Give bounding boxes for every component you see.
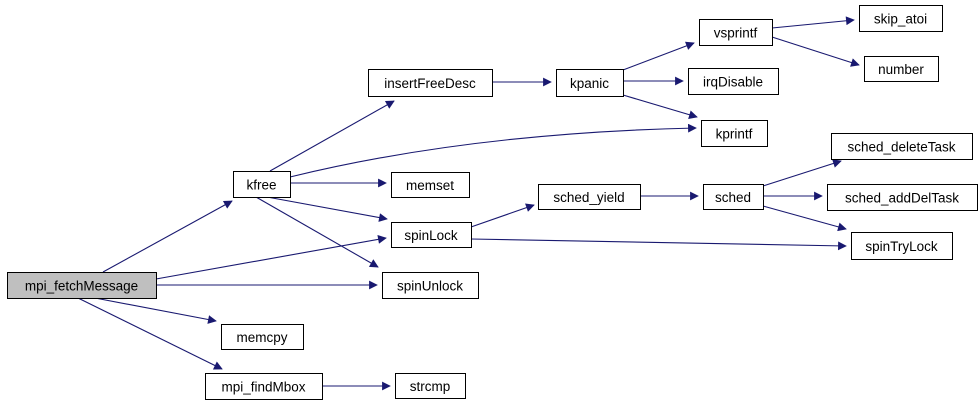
node-skip_atoi[interactable]: skip_atoi: [859, 5, 943, 32]
node-box-vsprintf[interactable]: [699, 19, 773, 46]
node-insertFreeDesc[interactable]: insertFreeDesc: [368, 69, 493, 97]
node-box-number[interactable]: [864, 56, 939, 82]
edge-sched--sched_deleteTask: [762, 159, 842, 187]
node-box-memset[interactable]: [391, 172, 470, 198]
edge-mpi_fetchMessage--spinLock: [155, 235, 387, 280]
node-sched_deleteTask[interactable]: sched_deleteTask: [831, 133, 973, 160]
node-irqDisable[interactable]: irqDisable: [688, 68, 779, 95]
edge-spinLock--spinTryLock: [470, 238, 847, 251]
node-box-strcmp[interactable]: [395, 373, 466, 399]
node-sched[interactable]: sched: [703, 184, 764, 210]
node-label-sched_deleteTask: sched_deleteTask: [847, 140, 955, 155]
node-box-sched_addDelTask[interactable]: [827, 184, 978, 211]
node-box-insertFreeDesc[interactable]: [368, 69, 493, 97]
node-box-skip_atoi[interactable]: [859, 5, 943, 32]
node-label-strcmp: strcmp: [410, 379, 451, 394]
node-box-spinTryLock[interactable]: [851, 232, 953, 260]
node-label-spinUnlock: spinUnlock: [397, 279, 463, 294]
node-memcpy[interactable]: memcpy: [221, 324, 304, 350]
node-label-irqDisable: irqDisable: [703, 75, 763, 90]
node-vsprintf[interactable]: vsprintf: [699, 19, 773, 46]
edge-sched--spinTryLock: [762, 205, 847, 232]
node-label-mpi_findMbox: mpi_findMbox: [221, 380, 305, 395]
node-label-mpi_fetchMessage: mpi_fetchMessage: [25, 279, 138, 294]
edge-mpi_fetchMessage--mpi_findMbox: [77, 297, 223, 370]
node-label-number: number: [878, 62, 924, 77]
node-kfree[interactable]: kfree: [233, 171, 291, 198]
node-memset[interactable]: memset: [391, 172, 470, 198]
edge-kpanic--kprintf: [622, 94, 698, 119]
node-box-sched_yield[interactable]: [538, 184, 641, 210]
node-sched_yield[interactable]: sched_yield: [538, 184, 641, 210]
node-kprintf[interactable]: kprintf: [701, 120, 768, 147]
node-sched_addDelTask[interactable]: sched_addDelTask: [827, 184, 978, 211]
node-label-sched: sched: [715, 190, 751, 205]
node-label-sched_yield: sched_yield: [553, 190, 624, 205]
edge-kfree--kprintf: [289, 123, 697, 178]
edge-mpi_fetchMessage--memcpy: [94, 297, 217, 324]
node-box-spinUnlock[interactable]: [382, 272, 479, 299]
node-box-kfree[interactable]: [233, 171, 291, 198]
node-box-sched[interactable]: [703, 184, 764, 210]
node-box-mpi_findMbox[interactable]: [205, 373, 323, 400]
edge-kfree--spinUnlock: [255, 196, 379, 268]
node-box-mpi_fetchMessage[interactable]: [7, 272, 157, 299]
edge-kpanic--vsprintf: [622, 41, 695, 71]
node-spinUnlock[interactable]: spinUnlock: [382, 272, 479, 299]
node-number[interactable]: number: [864, 56, 939, 82]
node-label-kpanic: kpanic: [570, 76, 609, 91]
node-box-kprintf[interactable]: [701, 120, 768, 147]
node-box-sched_deleteTask[interactable]: [831, 133, 973, 160]
node-box-spinLock[interactable]: [391, 222, 472, 248]
edge-mpi_fetchMessage--kfree: [102, 200, 233, 273]
node-label-sched_addDelTask: sched_addDelTask: [845, 191, 959, 206]
node-label-spinTryLock: spinTryLock: [865, 239, 938, 254]
node-label-insertFreeDesc: insertFreeDesc: [384, 76, 476, 91]
node-mpi_findMbox[interactable]: mpi_findMbox: [205, 373, 323, 400]
edge-kfree--spinLock: [266, 196, 388, 222]
node-spinLock[interactable]: spinLock: [391, 222, 472, 248]
node-label-kfree: kfree: [246, 178, 276, 193]
node-label-vsprintf: vsprintf: [714, 26, 758, 41]
edge-vsprintf--skip_atoi: [771, 16, 855, 29]
edge-kfree--insertFreeDesc: [269, 100, 395, 172]
edge-vsprintf--number: [771, 36, 860, 67]
node-label-memcpy: memcpy: [236, 330, 287, 345]
node-box-kpanic[interactable]: [556, 69, 624, 97]
node-mpi_fetchMessage[interactable]: mpi_fetchMessage: [7, 272, 157, 299]
node-kpanic[interactable]: kpanic: [556, 69, 624, 97]
node-box-memcpy[interactable]: [221, 324, 304, 350]
node-label-skip_atoi: skip_atoi: [874, 12, 927, 27]
node-strcmp[interactable]: strcmp: [395, 373, 466, 399]
node-label-spinLock: spinLock: [404, 228, 458, 243]
node-spinTryLock[interactable]: spinTryLock: [851, 232, 953, 260]
node-label-kprintf: kprintf: [716, 127, 753, 142]
node-label-memset: memset: [406, 178, 454, 193]
node-box-irqDisable[interactable]: [688, 68, 779, 95]
edge-spinLock--sched_yield: [470, 203, 535, 228]
